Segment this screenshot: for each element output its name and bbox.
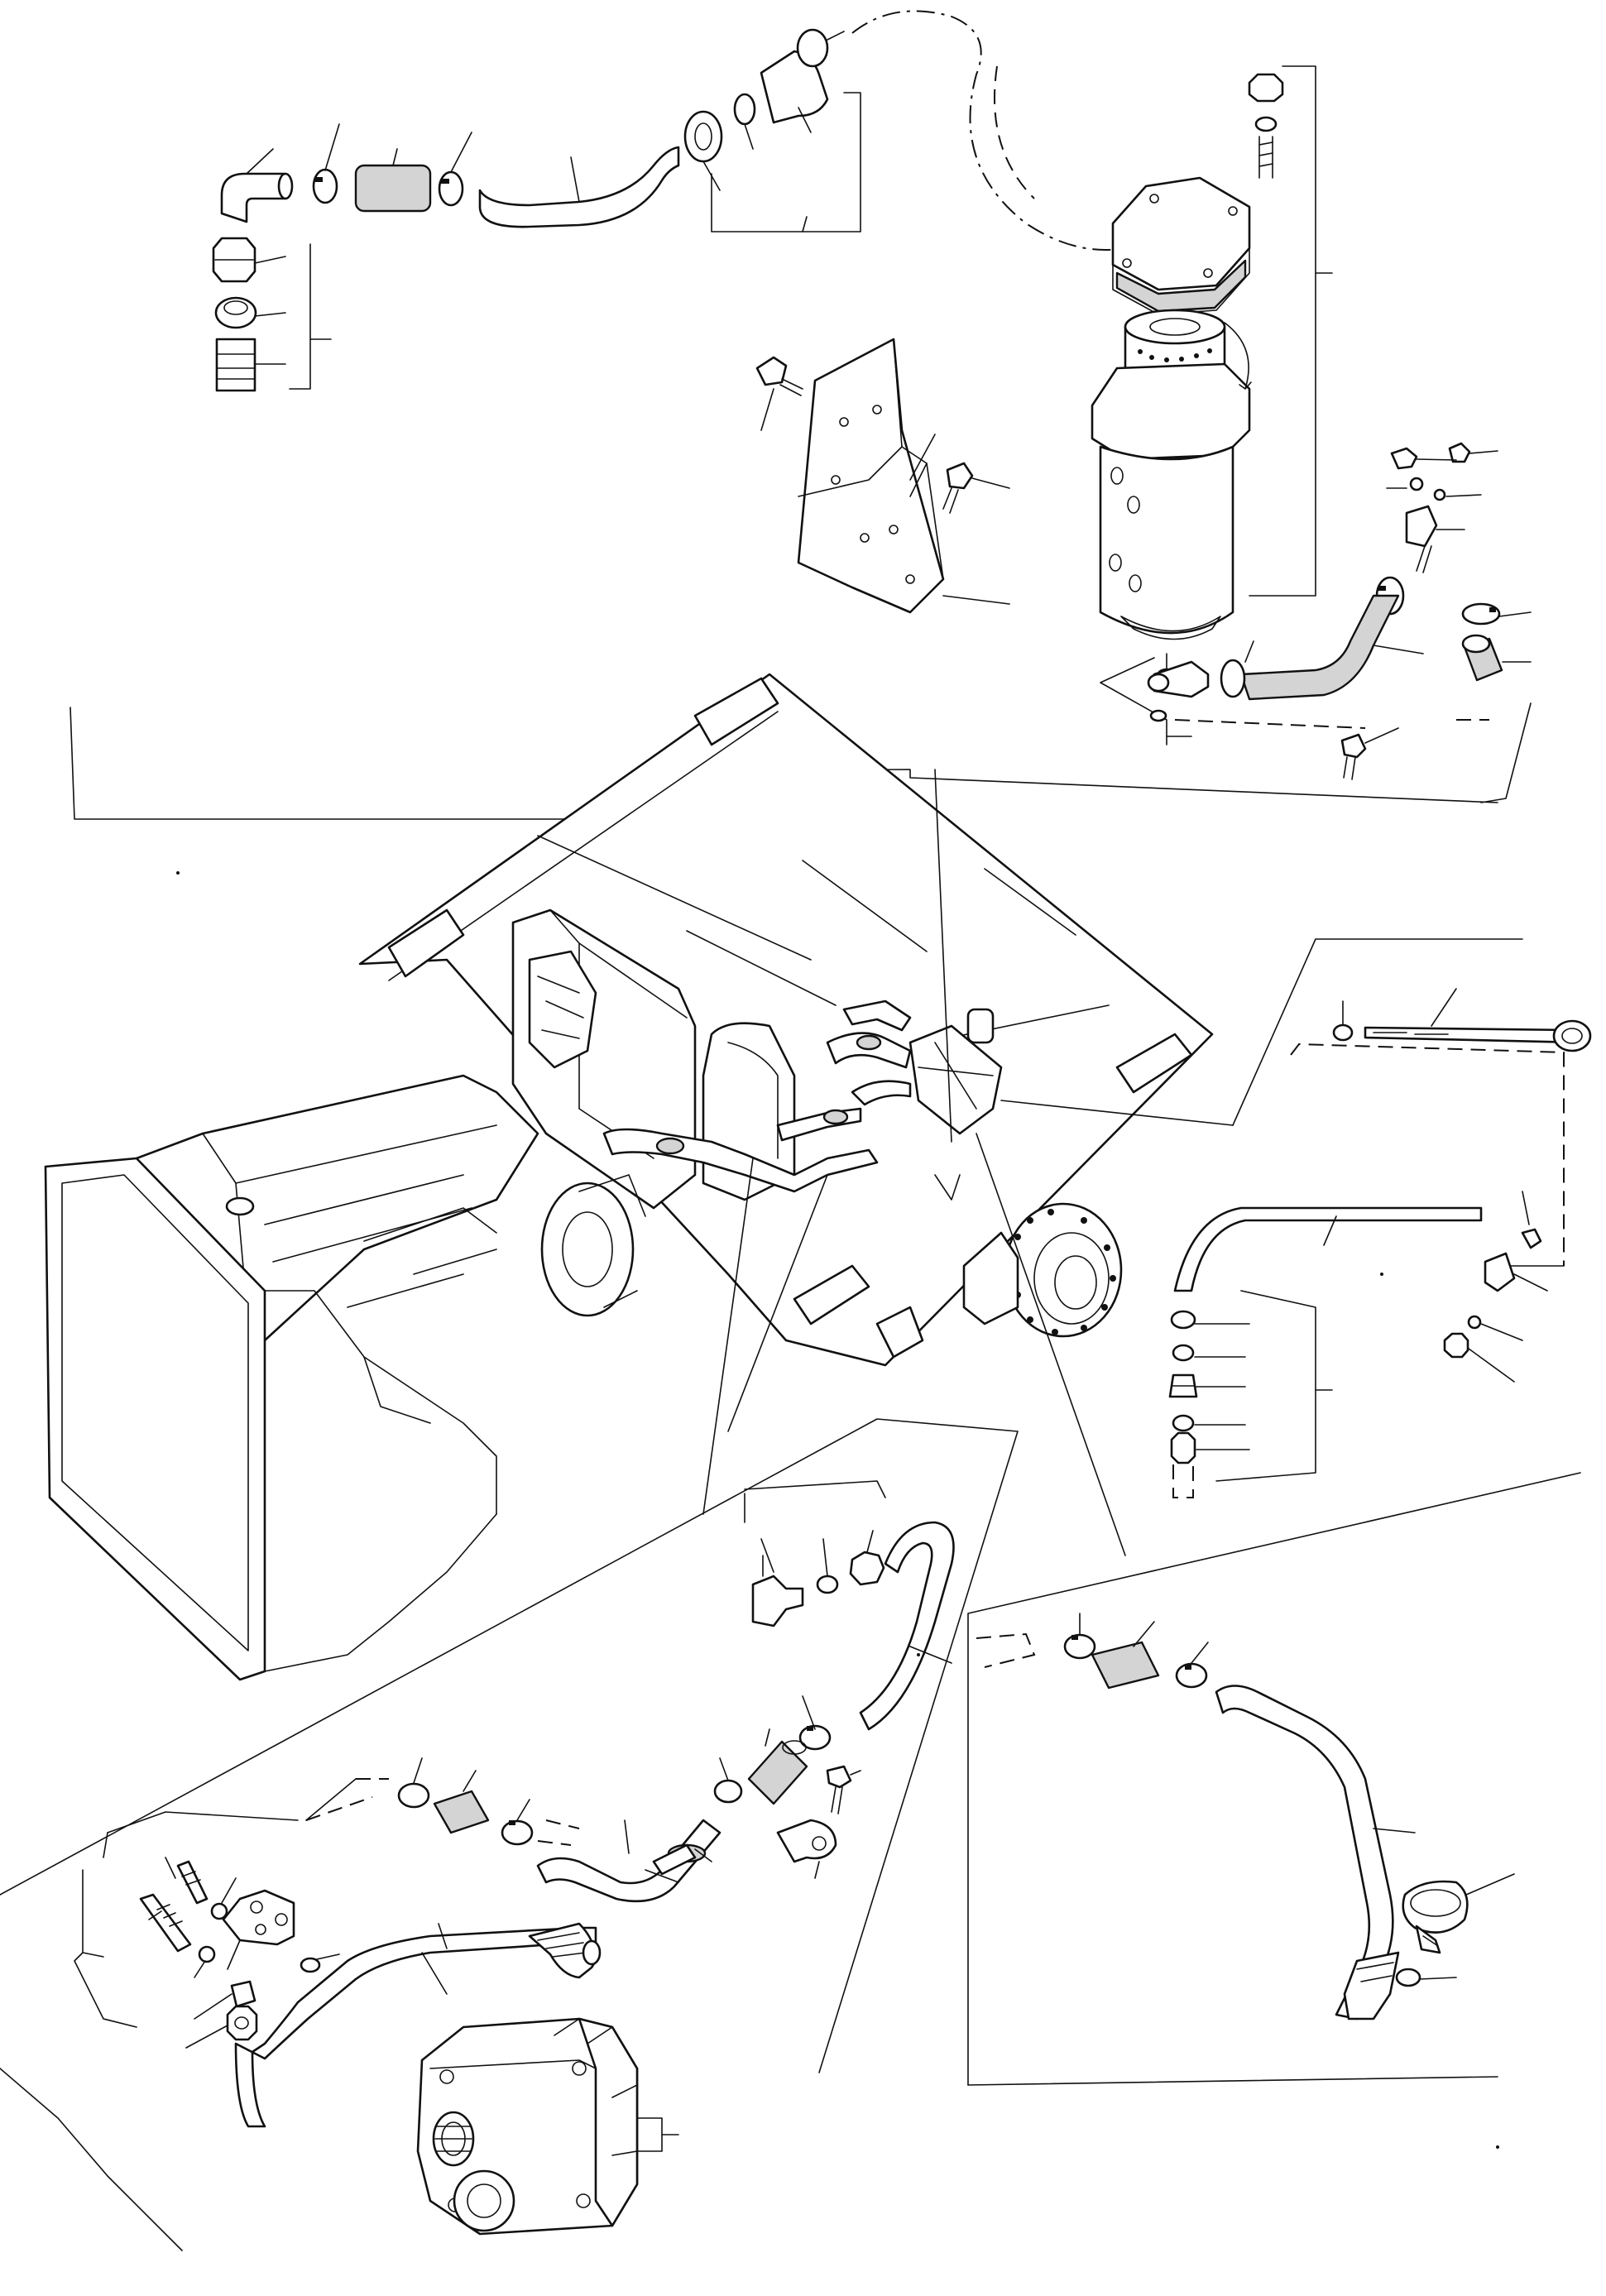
pressure-pipe-1[interactable] — [859, 1521, 955, 1731]
filter-washer[interactable] — [1254, 116, 1278, 132]
union-2[interactable] — [230, 1980, 256, 2008]
hose-clamp-11[interactable] — [1175, 1662, 1208, 1689]
elbow-fitting[interactable] — [751, 1575, 804, 1627]
dipstick-assembly — [1232, 938, 1592, 1267]
oring-3[interactable] — [210, 1902, 228, 1920]
floor-pad-1 — [387, 908, 465, 978]
sleeve[interactable] — [214, 296, 257, 329]
hose-clamp-6[interactable] — [798, 1724, 832, 1751]
bolt-2[interactable] — [942, 462, 974, 514]
breather-pipe[interactable] — [1173, 1206, 1483, 1292]
cab-floor-platform — [358, 673, 1214, 1367]
relief-valve-1[interactable] — [176, 1860, 209, 1905]
return-hose[interactable] — [478, 146, 680, 228]
nut-small[interactable] — [1443, 1332, 1469, 1359]
pump-valve-block[interactable] — [222, 1889, 295, 1946]
mounting-bracket — [755, 338, 1010, 614]
oring-small-2[interactable] — [1433, 488, 1446, 501]
pipe-nut-1[interactable] — [1170, 1310, 1196, 1330]
tee-fitting[interactable] — [1405, 505, 1438, 548]
tractor-chassis — [44, 673, 1234, 1681]
return-hose-assembly — [212, 10, 1126, 392]
alternator — [540, 1182, 635, 1317]
filler-cap[interactable] — [1402, 1880, 1469, 1954]
control-valve — [908, 1024, 1003, 1135]
leader-chassis-pump — [727, 1174, 828, 1432]
hose-clamp-7[interactable] — [713, 1779, 743, 1804]
dipstick-oring[interactable] — [1332, 1023, 1354, 1042]
filter-bolt[interactable] — [1340, 733, 1367, 780]
hose-clamp-5[interactable] — [1461, 602, 1501, 626]
pump-port[interactable] — [453, 2169, 515, 2232]
sleeve-2[interactable] — [816, 1575, 839, 1594]
nut-1[interactable] — [683, 110, 723, 163]
suction-hose-end[interactable] — [528, 1922, 597, 1979]
washer-small[interactable] — [1467, 1315, 1482, 1330]
pipe-sleeve-1[interactable] — [1172, 1344, 1195, 1362]
floor-pad-4 — [793, 1264, 870, 1325]
filter-bracket-line — [1249, 65, 1316, 597]
bolt-4[interactable] — [826, 1765, 852, 1789]
oring-4[interactable] — [198, 1945, 216, 1963]
elbow-end — [277, 172, 294, 200]
filler-pipe — [967, 1472, 1581, 2086]
leader-chassis-right — [1000, 1100, 1234, 1126]
adapter-fitting[interactable] — [215, 338, 256, 392]
hose-elbow[interactable] — [220, 172, 287, 223]
pump-oring[interactable] — [300, 1957, 321, 1973]
bolt-1[interactable] — [755, 356, 803, 396]
valve-solenoid — [966, 1008, 995, 1044]
filter-nut[interactable] — [1248, 73, 1284, 103]
floor-pad-3 — [1115, 1033, 1193, 1094]
rubber-hose-2[interactable] — [747, 1740, 808, 1805]
floor-pipe-2 — [826, 1032, 912, 1069]
hose-clamp-4[interactable] — [1220, 659, 1246, 698]
leader-chassis-bottom — [976, 1133, 1126, 1556]
filter-return-hose[interactable] — [1239, 594, 1400, 701]
pump-splined-shaft[interactable] — [432, 2111, 475, 2167]
connection-line-top — [851, 10, 1126, 251]
filler-oring[interactable] — [1395, 1968, 1421, 1987]
nut-3[interactable] — [849, 1551, 885, 1586]
floor-pipe-4 — [851, 1080, 912, 1106]
hydraulic-filter — [70, 65, 1532, 820]
nut-4[interactable] — [226, 2005, 258, 2041]
bolt-3[interactable] — [1521, 1228, 1542, 1249]
tee-small[interactable] — [1484, 1252, 1516, 1292]
relief-valve-2[interactable] — [139, 1893, 192, 1953]
rubber-hose-1[interactable] — [354, 164, 432, 213]
suction-pipe[interactable] — [234, 1926, 597, 2128]
floor-pad-2 — [693, 677, 779, 746]
oring-small-1[interactable] — [1409, 477, 1424, 491]
leader-chassis-left — [702, 1158, 754, 1515]
fitting-small-2[interactable] — [1448, 442, 1471, 463]
rear-wheel-hub — [1004, 1202, 1123, 1338]
hose-clamp-2[interactable] — [438, 170, 464, 207]
fitting-small-1[interactable] — [1390, 447, 1418, 470]
rubber-hose-3[interactable] — [433, 1790, 490, 1834]
hose-clamp-8[interactable] — [397, 1782, 430, 1809]
scan-speckles — [176, 871, 1499, 2149]
washer-1[interactable] — [733, 93, 756, 126]
pipe-sleeve-2[interactable] — [1172, 1414, 1195, 1432]
gear-pump-body[interactable] — [416, 2017, 663, 2236]
filter-cover[interactable] — [1111, 176, 1251, 291]
hose-clamp-10[interactable] — [1063, 1633, 1096, 1660]
filter-housing[interactable] — [1091, 362, 1251, 640]
leader-chassis-bracket — [934, 769, 952, 1143]
hose-clamp-9[interactable] — [501, 1819, 534, 1846]
gear-pump — [0, 1811, 679, 2251]
pipe-clip[interactable] — [776, 1819, 837, 1863]
dipstick-handle[interactable] — [1552, 1019, 1592, 1052]
pipe-nut-2[interactable] — [1170, 1431, 1196, 1464]
filler-hose[interactable] — [1091, 1641, 1160, 1690]
filler-cap — [225, 1196, 255, 1216]
bracket-plate[interactable] — [797, 338, 945, 614]
hose-clamp-1[interactable] — [312, 168, 338, 204]
floor-pipe-3 — [842, 999, 912, 1032]
transmission-fittings — [1168, 1191, 1548, 1498]
pressure-pipe-assembly — [0, 1418, 1019, 2073]
